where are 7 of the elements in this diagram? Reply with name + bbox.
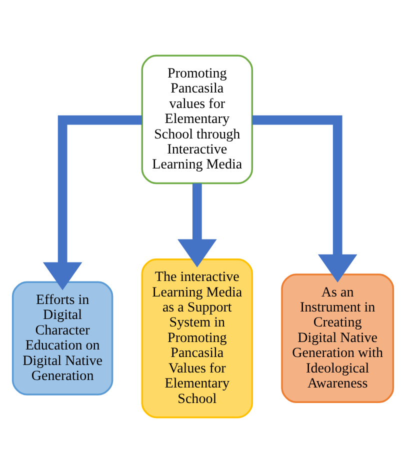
arrow (42, 114, 142, 290)
arrow (252, 114, 358, 282)
arrow (178, 182, 217, 267)
node-box: Promoting Pancasila values for Elementary School through Interactive Learning Media (141, 54, 254, 184)
node-box: As an Instrument in Creating Digital Native Generation with Ideological Awareness (281, 273, 394, 402)
node-box: The interactive Learning Media as a Support System in Promoting Pancasila Values for Elementary School (141, 258, 254, 418)
node-box: Efforts in Digital Character Education on Digital Native Generation (12, 280, 114, 395)
